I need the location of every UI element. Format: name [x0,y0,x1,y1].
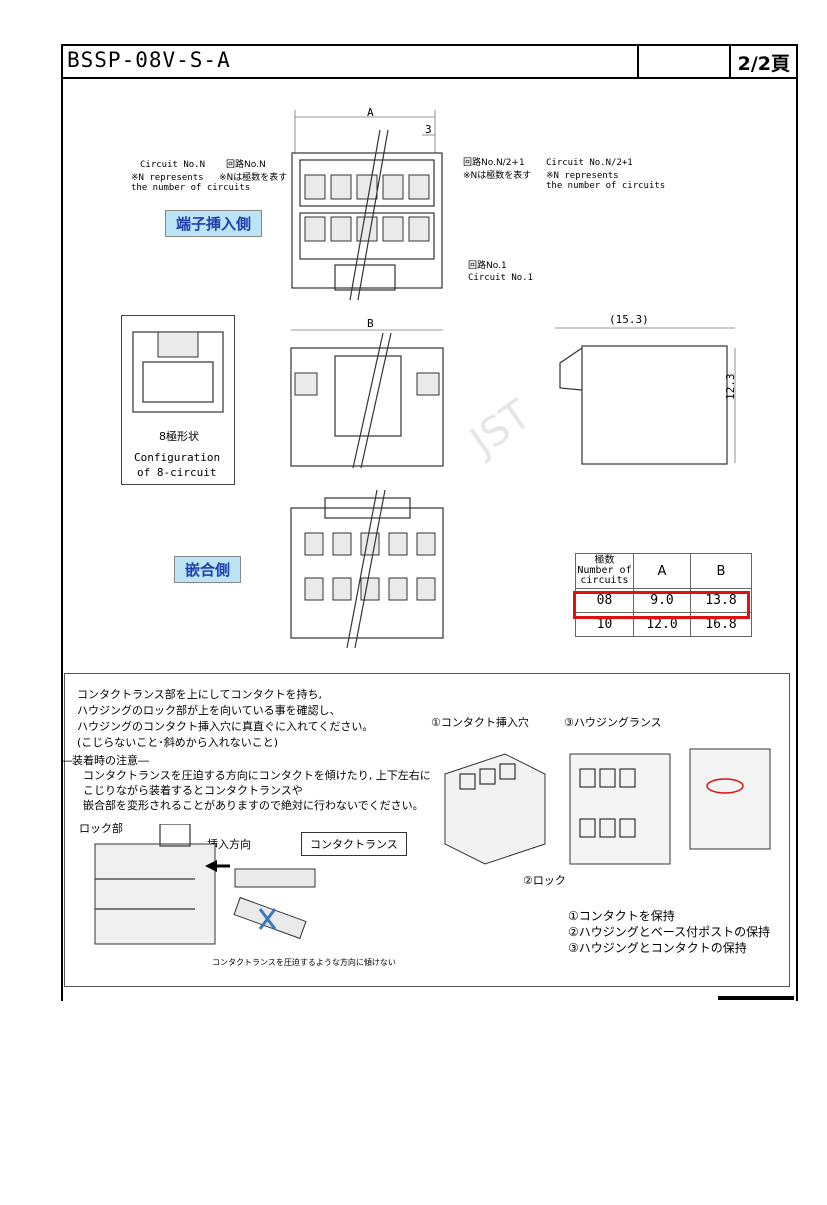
page-number: 2/2頁 [737,53,790,75]
n2-note-en-2: the number of circuits [546,181,666,191]
housing-3d-diagram [444,748,771,865]
function-2: ②ハウジングとベース付ポストの保持 [568,925,771,939]
contact-lance-label: コンタクトランス [301,832,407,856]
header-a: A [633,553,691,589]
mating-cavities [304,532,436,601]
dim-3-label: 3 [425,123,432,136]
n2-note-jp: ※Nは極数を表す [463,171,532,181]
caution-line-3: 嵌合部を変形されることがありますので絶対に行わないでください。 [83,799,424,812]
table-header-row: 極数 Number of circuits A B [575,553,752,589]
warn-caption: コンタクトランスを圧迫するような方向に傾けない [212,958,396,967]
front-view-drawing [290,329,444,469]
callout-contact-hole: ①コンタクト挿入穴 [431,716,529,729]
top-cavity-row [304,174,430,242]
dim-a-label: A [367,106,374,119]
caution-line-2: こじりながら装着するとコンタクトランスや [83,784,303,797]
dim-153-label: (15.3) [609,313,649,326]
circuit-n2-en: Circuit No.N/2+1 [546,158,633,168]
note-line-4: (こじらないこと･斜めから入れないこと) [77,736,279,749]
callout-housing-lance: ③ハウジングランス [564,716,662,729]
title-block: BSSP-08V-S-A 2/2頁 [61,44,796,79]
config-jp: 8極形状 [159,430,199,443]
header-circuits: 極数 Number of circuits [575,553,634,589]
n-note-jp: ※Nは極数を表す [219,173,288,183]
notes-panel: コンタクトランス部を上にしてコンタクトを持ち, ハウジングのロック部が上を向いて… [61,673,790,987]
circuit-1-jp: 回路No.1 [468,261,507,271]
header-b: B [690,553,752,589]
header-circuits-en-1: Number of [577,565,632,576]
mating-side-label: 嵌合側 [174,556,242,583]
n-note-en-1: ※N represents [131,173,204,183]
footer-bar [718,996,794,1000]
page-frame [61,44,798,1001]
callout-lock: ②ロック [523,874,566,887]
function-1: ①コンタクトを保持 [568,909,675,923]
note-line-3: ハウジングのコンタクト挿入穴に真直ぐに入れてください。 [77,720,374,733]
lock-part-label: ロック部 [79,822,123,835]
config-8-drawing [132,331,224,413]
circuit-n-jp: 回路No.N [226,160,266,170]
function-3: ③ハウジングとコンタクトの保持 [568,941,747,955]
circuit-n2-jp: 回路No.N/2+1 [463,158,525,168]
header-circuits-en-2: circuits [580,575,629,586]
note-line-2: ハウジングのロック部が上を向いている事を確認し、 [77,704,341,717]
insertion-diagram [94,824,316,945]
part-number: BSSP-08V-S-A [67,48,231,72]
caution-line-1: コンタクトランスを圧迫する方向にコンタクトを傾けたり, 上下左右に [83,769,431,782]
configuration-box: 8極形状 Configuration of 8-circuit [121,315,235,485]
mating-view-drawing [290,489,444,649]
title-blank-cell [637,44,731,77]
config-en-1: Configuration [134,451,221,464]
side-view-drawing [555,327,736,465]
header-circuits-jp: 極数 [594,555,615,566]
highlight-box [573,591,750,619]
circuit-1-en: Circuit No.1 [468,273,534,283]
dim-b-label: B [367,317,374,330]
caution-title: ―装着時の注意― [61,754,149,767]
config-en-2: of 8-circuit [137,466,217,479]
n2-note-en-1: ※N represents [546,171,619,181]
note-line-1: コンタクトランス部を上にしてコンタクトを持ち, [77,688,322,701]
n-note-en-2: the number of circuits [131,183,251,193]
insert-direction-label: 挿入方向 [207,838,251,851]
circuit-n-en: Circuit No.N [140,160,206,170]
insertion-side-label: 端子挿入側 [165,210,263,237]
top-view-drawing [291,110,443,301]
dim-123-label: 12.3 [724,373,737,401]
